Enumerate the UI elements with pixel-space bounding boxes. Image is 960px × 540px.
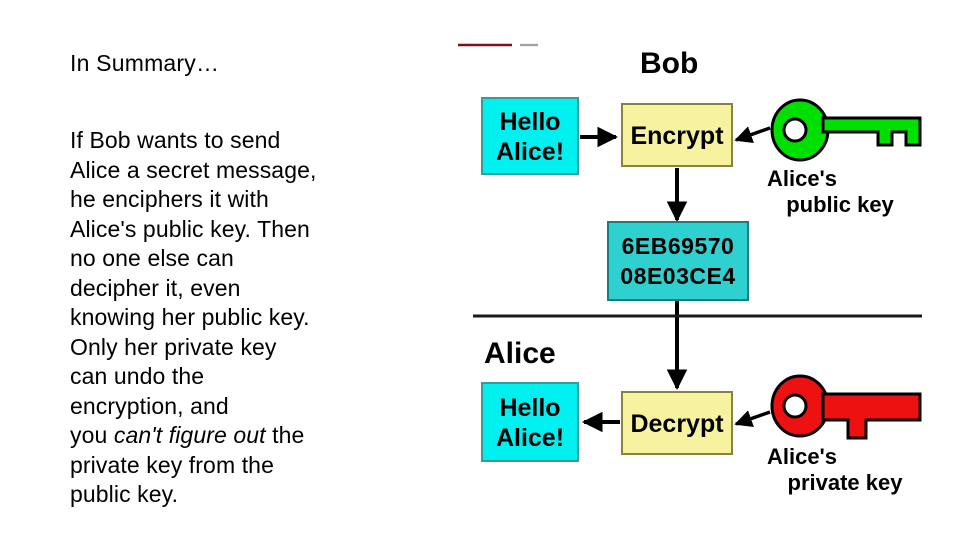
plaintext-bottom-line-1: Hello bbox=[499, 394, 560, 422]
body-line-pre: you bbox=[70, 422, 114, 448]
plaintext-box-bottom: Hello Alice! bbox=[481, 382, 579, 462]
crypto-flow-diagram: Bob Hello Alice! Encrypt Alic bbox=[440, 20, 950, 520]
page-title: In Summary… bbox=[70, 50, 220, 76]
private-key-icon bbox=[770, 374, 922, 440]
alice-section-title: Alice bbox=[484, 337, 556, 370]
plaintext-top-line-1: Hello bbox=[499, 108, 560, 136]
private-key-label-line-2: private key bbox=[788, 470, 904, 495]
body-line: knowing her public key. bbox=[70, 304, 310, 330]
ciphertext-line-1: 6EB69570 bbox=[622, 233, 735, 259]
public-key-icon bbox=[770, 98, 922, 162]
body-line: he enciphers it with bbox=[70, 186, 269, 212]
public-key-label-line-1: Alice's bbox=[767, 166, 837, 191]
arrow-publickey-to-encrypt bbox=[734, 126, 771, 144]
plaintext-bottom-line-2: Alice! bbox=[496, 424, 564, 452]
body-line-emphasis: you can't figure out the bbox=[70, 421, 400, 451]
body-line: no one else can bbox=[70, 245, 234, 271]
decrypt-box: Decrypt bbox=[621, 391, 733, 455]
body-line: public key. bbox=[70, 481, 179, 507]
arrow-privatekey-to-decrypt bbox=[734, 410, 771, 428]
body-line-post: the bbox=[265, 422, 305, 448]
private-key-label-line-1: Alice's bbox=[767, 444, 837, 469]
body-line: Alice a secret message, bbox=[70, 156, 317, 183]
plaintext-top-line-2: Alice! bbox=[496, 138, 564, 166]
body-line: private key from the bbox=[70, 451, 274, 478]
summary-paragraph: If Bob wants to send Alice a secret mess… bbox=[70, 78, 400, 510]
encrypt-label: Encrypt bbox=[630, 122, 724, 150]
text-panel: In Summary… If Bob wants to send Alice a… bbox=[70, 48, 400, 510]
body-line-italic: can't figure out bbox=[113, 422, 266, 448]
plaintext-box-top: Hello Alice! bbox=[481, 97, 579, 175]
body-line: If Bob wants to send bbox=[70, 127, 281, 153]
bob-section-title: Bob bbox=[640, 47, 698, 80]
body-line: decipher it, even bbox=[70, 274, 241, 301]
ciphertext-line-2: 08E03CE4 bbox=[620, 263, 735, 289]
decrypt-label: Decrypt bbox=[630, 410, 724, 438]
body-line: Alice's public key. Then bbox=[70, 215, 310, 242]
public-key-label-line-2: public key bbox=[786, 192, 894, 217]
body-line: can undo the bbox=[70, 363, 205, 389]
ciphertext-box: 6EB69570 08E03CE4 bbox=[607, 221, 749, 301]
body-line: encryption, and bbox=[70, 392, 229, 419]
body-line: Only her private key bbox=[70, 333, 277, 360]
encrypt-box: Encrypt bbox=[621, 103, 733, 167]
